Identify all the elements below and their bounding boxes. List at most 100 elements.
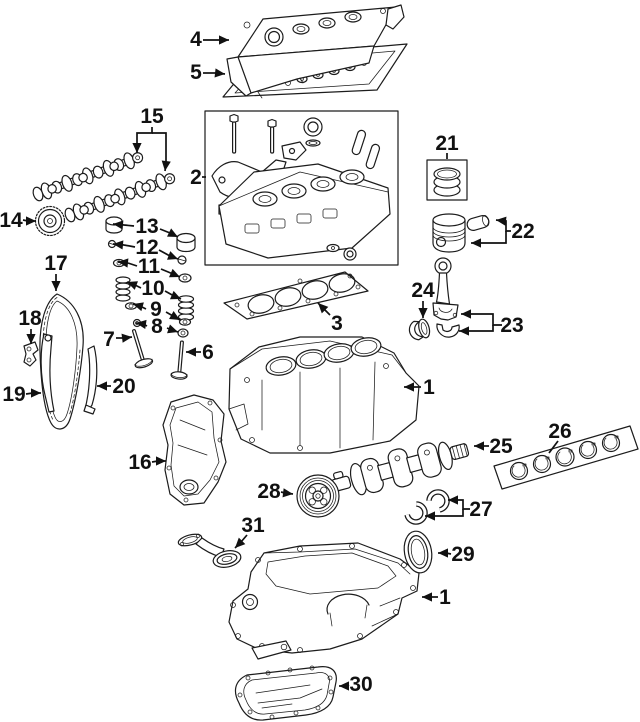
detail-box-border xyxy=(204,110,399,266)
cvvt-sprocket xyxy=(34,205,66,237)
callout-arrowhead-icon xyxy=(448,495,458,505)
crankshaft xyxy=(330,441,470,496)
callout-leader-line xyxy=(123,224,135,227)
callout-arrowhead-icon xyxy=(113,220,124,230)
callout-9[interactable]: 9 xyxy=(132,298,183,324)
detail-box-border xyxy=(493,425,639,490)
callout-label: 20 xyxy=(112,375,135,398)
callout-leader-line xyxy=(123,244,136,248)
callout-15[interactable]: 15 xyxy=(132,105,171,172)
callout-8[interactable]: 8 xyxy=(135,315,179,338)
callout-label: 16 xyxy=(128,451,151,474)
callout-arrowhead-icon xyxy=(133,302,144,312)
main-bearing xyxy=(555,447,575,467)
camshaft-intake xyxy=(64,173,176,223)
callout-7[interactable]: 7 xyxy=(103,328,133,351)
detail-box-border xyxy=(426,159,468,201)
callout-label: 31 xyxy=(241,514,265,537)
callout-arrowhead-icon xyxy=(318,303,329,314)
callout-17[interactable]: 17 xyxy=(44,252,68,291)
callout-1[interactable]: 1 xyxy=(404,376,435,399)
head-plugs xyxy=(326,243,357,261)
callout-30[interactable]: 30 xyxy=(339,673,373,696)
callout-3[interactable]: 3 xyxy=(315,300,343,335)
callout-29[interactable]: 29 xyxy=(438,543,475,566)
callout-18[interactable]: 18 xyxy=(18,307,42,344)
callout-19[interactable]: 19 xyxy=(2,383,41,406)
callout-22[interactable]: 22 xyxy=(471,215,535,248)
callout-26[interactable]: 26 xyxy=(548,420,572,454)
callout-label: 4 xyxy=(190,28,202,51)
callout-label: 25 xyxy=(489,435,513,458)
callout-arrowhead-icon xyxy=(167,324,178,334)
callout-arrowhead-icon xyxy=(438,548,448,558)
connecting-rod xyxy=(432,257,459,321)
head-gasket xyxy=(223,271,369,320)
callout-31[interactable]: 31 xyxy=(232,514,265,551)
callout-label: 14 xyxy=(0,209,23,232)
piston xyxy=(432,213,466,253)
filler-neck xyxy=(264,27,284,47)
callout-23[interactable]: 23 xyxy=(459,309,524,337)
callout-label: 15 xyxy=(140,105,164,128)
callout-label: 7 xyxy=(103,328,115,351)
callout-21[interactable]: 21 xyxy=(435,132,459,159)
oil-filler-cap xyxy=(303,117,323,147)
callout-arrowhead-icon xyxy=(459,326,469,336)
callout-2[interactable]: 2 xyxy=(190,166,206,189)
timing-cover xyxy=(162,394,227,506)
callout-arrowhead-icon xyxy=(118,258,129,268)
callout-arrowhead-icon xyxy=(113,240,124,250)
callout-4[interactable]: 4 xyxy=(190,28,229,51)
callout-arrowhead-icon xyxy=(471,238,481,248)
main-bearing-set-box xyxy=(493,425,639,490)
rod-bearing xyxy=(408,318,431,341)
crank-pulley xyxy=(296,474,340,518)
callout-24[interactable]: 24 xyxy=(411,279,435,318)
callout-13[interactable]: 13 xyxy=(112,215,180,241)
callout-leader-line xyxy=(456,499,470,510)
callout-label: 29 xyxy=(451,543,474,566)
callout-14[interactable]: 14 xyxy=(0,209,36,232)
callout-arrowhead-icon xyxy=(219,35,229,45)
callout-label: 17 xyxy=(44,252,67,275)
oil-pickup-tube xyxy=(177,533,242,568)
callout-arrowhead-icon xyxy=(214,68,225,78)
callout-label: 2 xyxy=(190,166,202,189)
thrust-washers xyxy=(404,489,450,525)
callout-label: 5 xyxy=(190,61,202,84)
callout-6[interactable]: 6 xyxy=(186,341,214,364)
valve-springs xyxy=(115,276,195,321)
callout-arrowhead-icon xyxy=(282,488,293,498)
callout-label: 10 xyxy=(141,277,164,300)
callout-label: 1 xyxy=(423,376,435,399)
callout-27[interactable]: 27 xyxy=(425,495,493,521)
callout-16[interactable]: 16 xyxy=(128,451,166,474)
callout-10[interactable]: 10 xyxy=(125,277,182,303)
callout-12[interactable]: 12 xyxy=(112,236,180,263)
callout-11[interactable]: 11 xyxy=(117,255,182,281)
callout-arrowhead-icon xyxy=(339,681,349,691)
callout-1[interactable]: 1 xyxy=(422,586,451,609)
main-bearing xyxy=(532,454,552,474)
callout-20[interactable]: 20 xyxy=(97,375,136,398)
callout-arrowhead-icon xyxy=(132,143,142,153)
callout-leader-line xyxy=(152,132,167,163)
valve-guides xyxy=(351,129,381,170)
callout-arrowhead-icon xyxy=(169,290,181,300)
camshaft-exhaust xyxy=(32,152,144,202)
callout-arrowhead-icon xyxy=(461,309,471,319)
callout-label: 26 xyxy=(548,420,571,443)
callout-label: 21 xyxy=(435,132,459,155)
chain-tensioner xyxy=(23,341,39,367)
callout-label: 11 xyxy=(138,255,161,278)
callout-arrowhead-icon xyxy=(156,456,166,466)
callout-28[interactable]: 28 xyxy=(257,480,294,503)
callout-5[interactable]: 5 xyxy=(190,61,226,84)
exhaust-valve xyxy=(170,340,188,380)
callout-arrowhead-icon xyxy=(136,319,147,329)
callout-leader-line xyxy=(467,325,494,332)
callout-arrowhead-icon xyxy=(97,381,107,391)
callout-25[interactable]: 25 xyxy=(474,435,513,458)
